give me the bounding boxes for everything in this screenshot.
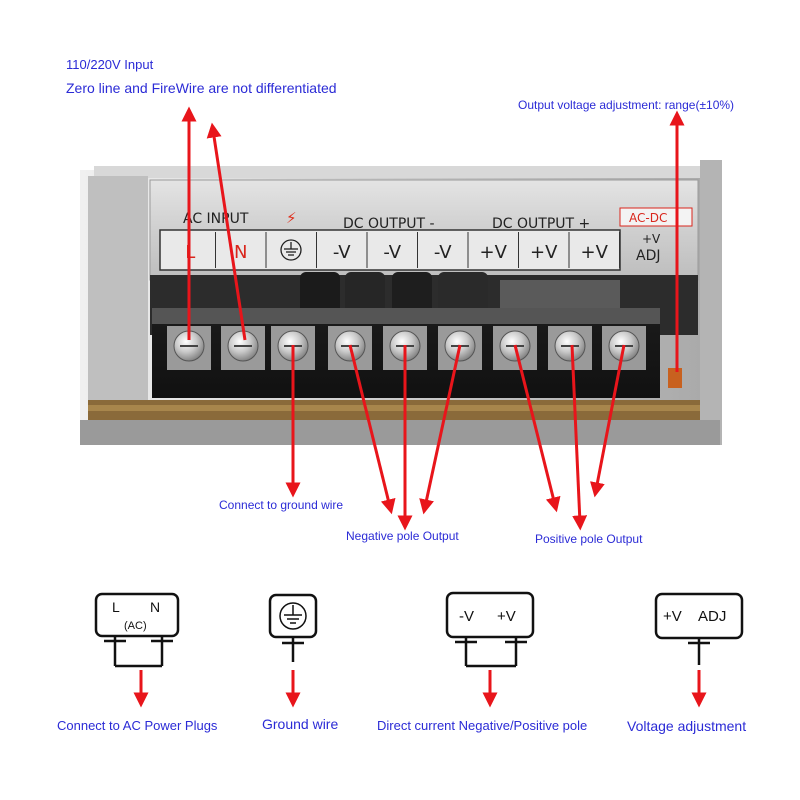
ground-caption: Ground wire [262, 716, 339, 732]
voltage-adjust-label: Output voltage adjustment: range(±10%) [518, 98, 735, 112]
input-voltage-label: 110/220V Input [66, 57, 154, 72]
psu-case [80, 160, 722, 445]
terminal-label-4: -V [383, 242, 401, 263]
terminal-label-panel: AC INPUT ⚡ DC OUTPUT - DC OUTPUT + AC-DC… [159, 207, 693, 271]
adj-legend-adj: ADJ [698, 608, 726, 625]
arrow-positive-2 [570, 344, 588, 531]
arrow-negative-3 [419, 344, 462, 515]
svg-text:⚡: ⚡ [286, 209, 297, 227]
adj-label: ADJ [636, 248, 661, 264]
ground-legend-symbol [268, 593, 318, 662]
adj-legend-symbol [654, 592, 744, 665]
dc-output-negative-label: DC OUTPUT - [343, 216, 435, 232]
dc-legend-neg: -V [459, 608, 474, 625]
adj-caption: Voltage adjustment [627, 718, 747, 734]
input-line-note: Zero line and FireWire are not different… [66, 80, 337, 96]
adj-legend-v: +V [663, 608, 682, 625]
dc-legend-symbol [445, 591, 535, 668]
terminal-label-8: +V [581, 242, 609, 263]
adjust-potentiometer [668, 368, 682, 388]
dc-caption: Direct current Negative/Positive pole [377, 718, 588, 733]
arrow-neutral-input [206, 122, 247, 341]
terminal-label-5: -V [434, 242, 452, 263]
terminal-label-3: -V [333, 242, 351, 263]
ac-legend-symbol [94, 592, 180, 668]
arrow-positive-3 [590, 344, 626, 498]
terminal-block [152, 308, 660, 398]
ac-legend-l: L [112, 599, 120, 615]
terminal-label-7: +V [530, 242, 558, 263]
terminal-label-6: +V [480, 242, 508, 263]
ac-legend-sub: (AC) [124, 620, 147, 632]
ac-input-label: AC INPUT [183, 211, 249, 227]
terminal-label-1: N [234, 242, 247, 263]
adj-plus-v-label: +V [642, 232, 661, 246]
connect-ground-label: Connect to ground wire [219, 498, 344, 512]
arrow-negative-1 [348, 344, 396, 515]
ac-dc-badge: AC-DC [629, 211, 667, 225]
dc-output-positive-label: DC OUTPUT + [492, 216, 590, 232]
dc-legend-pos: +V [497, 608, 516, 625]
ac-caption: Connect to AC Power Plugs [57, 718, 218, 733]
ac-legend-n: N [150, 599, 160, 615]
ground-symbol-icon [280, 239, 302, 261]
negative-output-label: Negative pole Output [346, 529, 459, 543]
positive-output-label: Positive pole Output [535, 532, 643, 546]
arrow-positive-1 [513, 344, 561, 513]
